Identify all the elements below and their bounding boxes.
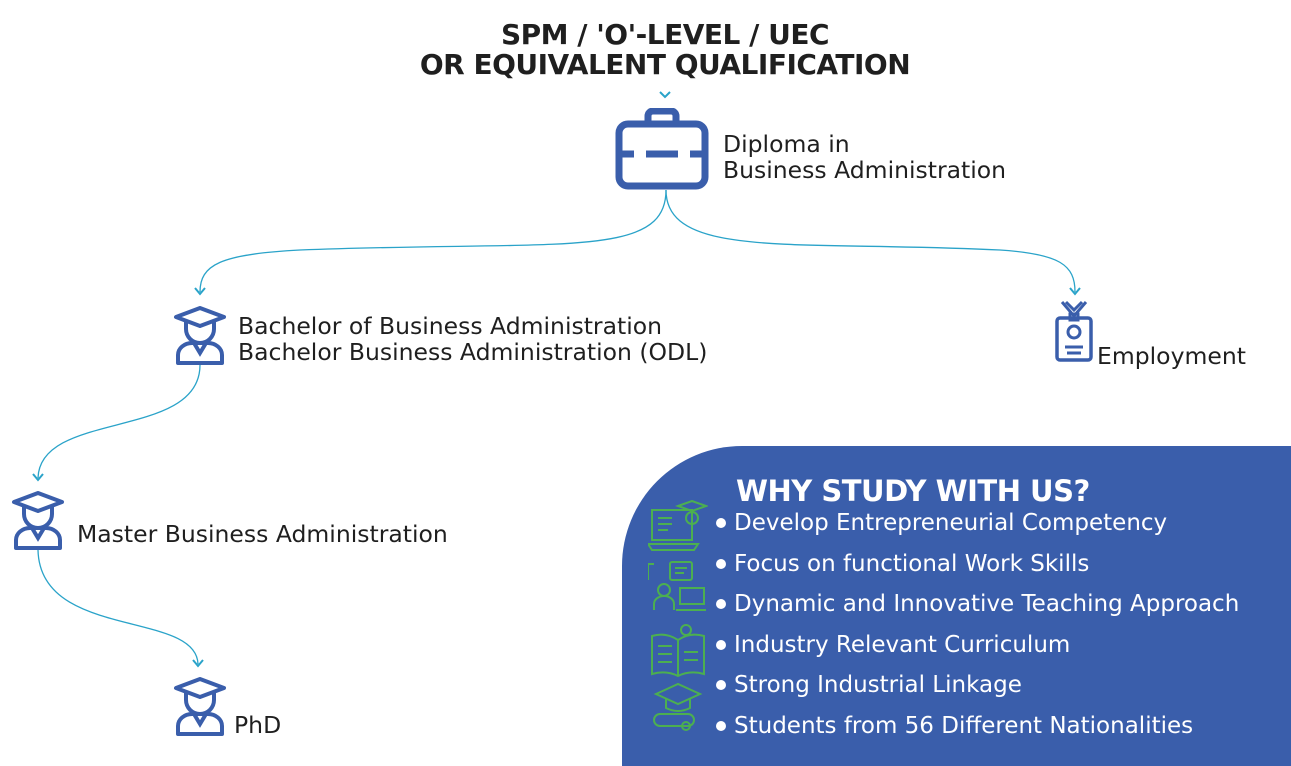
connector-bachelor-master — [37, 364, 201, 479]
why-study-panel — [622, 446, 1291, 766]
list-item: Develop Entrepreneurial Competency — [716, 508, 1239, 549]
connector-master-phd — [37, 549, 199, 665]
panel-benefits-list: Develop Entrepreneurial Competency Focus… — [716, 508, 1239, 751]
list-item: Students from 56 Different Nationalities — [716, 711, 1239, 752]
list-item: Focus on functional Work Skills — [716, 549, 1239, 590]
diploma-line-2: Business Administration — [723, 156, 1007, 184]
list-item: Dynamic and Innovative Teaching Approach — [716, 589, 1239, 630]
connector-lines — [32, 91, 1081, 668]
title-line-1: SPM / 'O'-LEVEL / UEC — [500, 18, 830, 51]
bullet-icon — [716, 518, 726, 528]
list-item: Industry Relevant Curriculum — [716, 630, 1239, 671]
book-idea-icon — [648, 622, 708, 682]
connector-diploma-employment — [665, 189, 1076, 293]
node-phd: PhD — [234, 712, 281, 738]
node-employment: Employment — [1097, 343, 1246, 369]
node-bachelor: Bachelor of Business Administration Bach… — [238, 313, 707, 365]
bullet-icon — [716, 558, 726, 569]
master-label: Master Business Administration — [77, 520, 448, 548]
graduate-icon — [172, 676, 228, 740]
phd-label: PhD — [234, 711, 282, 739]
diploma-line-1: Diploma in — [723, 130, 850, 158]
panel-title: WHY STUDY WITH US? — [736, 474, 1090, 508]
graduate-icon — [10, 490, 66, 554]
briefcase-icon — [614, 107, 710, 196]
id-badge-icon — [1054, 300, 1094, 366]
bullet-icon — [716, 720, 726, 731]
connector-diploma-bachelor — [199, 189, 667, 293]
diagram-title: SPM / 'O'-LEVEL / UEC OR EQUIVALENT QUAL… — [395, 20, 935, 80]
bullet-icon — [716, 599, 726, 609]
node-master: Master Business Administration — [77, 521, 448, 547]
employment-label: Employment — [1097, 342, 1246, 370]
diploma-scroll-icon — [648, 682, 708, 736]
laptop-graduate-icon — [646, 499, 709, 560]
node-diploma: Diploma in Business Administration — [723, 131, 1006, 183]
list-item: Strong Industrial Linkage — [716, 670, 1239, 711]
bachelor-line-1: Bachelor of Business Administration — [238, 312, 663, 340]
bachelor-line-2: Bachelor Business Administration (ODL) — [238, 338, 708, 366]
bullet-icon — [716, 639, 726, 650]
bullet-icon — [716, 680, 726, 690]
online-class-icon — [647, 560, 708, 618]
arrow-title-to-diploma — [659, 91, 671, 99]
graduate-icon — [172, 305, 228, 369]
title-line-2: OR EQUIVALENT QUALIFICATION — [419, 48, 911, 81]
